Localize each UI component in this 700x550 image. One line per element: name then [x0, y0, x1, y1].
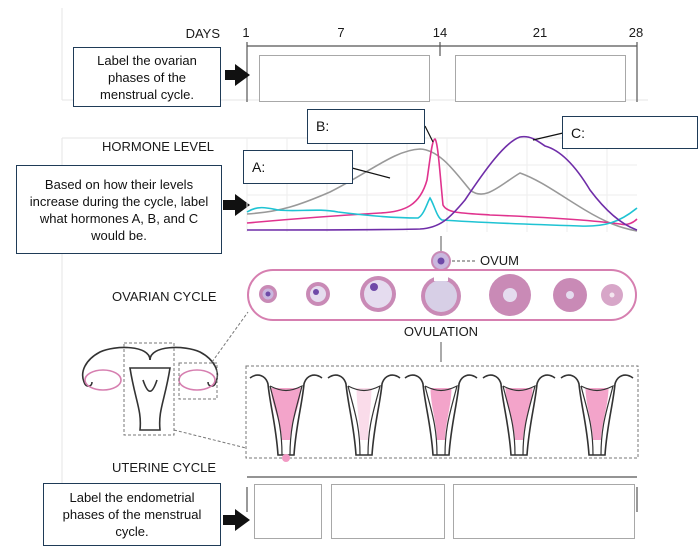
uterus-highlight-box [123, 342, 175, 436]
follicle-icon [360, 276, 396, 312]
endometrium-lining [271, 388, 301, 440]
ovum-label: OVUM [480, 253, 519, 268]
ruptured-follicle-icon [421, 272, 461, 316]
endometrium-lining [505, 388, 533, 440]
uterus-outline [327, 374, 401, 456]
day-tick-label: 7 [337, 25, 344, 40]
uterine-cavity-outline [424, 384, 458, 456]
follicle-icon [259, 285, 277, 303]
endometrial-phase-box-2[interactable] [331, 484, 445, 539]
endometrium-lining [356, 388, 372, 440]
uterine-cavity-outline [269, 384, 303, 456]
uterus-icon [249, 374, 323, 462]
day-tick-label: 1 [242, 25, 249, 40]
arrow-icon [223, 194, 250, 216]
hormone-b-curve [246, 138, 638, 226]
hormone-a-curve [246, 148, 638, 232]
ovarian-phases-instruction: Label the ovarian phases of the menstrua… [73, 47, 221, 107]
endometrial-phase-box-3[interactable] [453, 484, 635, 539]
day-tick-label: 14 [433, 25, 447, 40]
hormone-c-curve [246, 135, 638, 231]
corpus-albicans-icon [601, 284, 623, 306]
follicle-icon [306, 282, 330, 306]
uterine-cavity-outline [580, 384, 614, 456]
uterus-icon [404, 374, 478, 456]
day-tick-label: 28 [629, 25, 643, 40]
days-title: DAYS [186, 26, 221, 41]
uterus-icon [560, 374, 634, 456]
uterus-outline [482, 374, 556, 456]
endometrial-phases-instruction: Label the endometrial phases of the mens… [43, 483, 221, 546]
ovary-highlight-box [178, 362, 218, 400]
reproductive-anatomy-icon [81, 346, 219, 431]
menstrual-flow-icon [282, 454, 290, 462]
uterus-icon [327, 374, 401, 456]
ovarian-phase-box-2[interactable] [455, 55, 626, 102]
ovarian-phase-box-1[interactable] [259, 55, 430, 102]
uterine-cavity-outline [347, 384, 381, 456]
hormone-level-label: HORMONE LEVEL [102, 139, 214, 154]
arrow-icon [223, 509, 250, 531]
corpus-luteum-icon [489, 274, 531, 316]
fourth-hormone-curve [246, 196, 638, 227]
ovarian-cycle-label: OVARIAN CYCLE [112, 289, 217, 304]
uterus-icon [482, 374, 556, 456]
corpus-luteum-icon [553, 278, 587, 312]
hormones-instruction: Based on how their levels increase durin… [16, 165, 222, 254]
uterine-cycle-illustrations [249, 374, 634, 462]
endometrium-lining [430, 388, 452, 440]
uterine-cycle-label: UTERINE CYCLE [112, 460, 216, 475]
uterus-outline [404, 374, 478, 456]
hormone-c-answer-box[interactable]: C: [562, 116, 698, 149]
uterine-cavity-outline [502, 384, 536, 456]
endometrial-phase-box-1[interactable] [254, 484, 322, 539]
day-tick-label: 21 [533, 25, 547, 40]
hormone-a-answer-box[interactable]: A: [243, 150, 353, 184]
uterus-outline [560, 374, 634, 456]
endometrium-lining [585, 388, 609, 440]
arrow-icon [225, 64, 250, 86]
ovulation-label: OVULATION [404, 324, 478, 339]
hormone-b-answer-box[interactable]: B: [307, 109, 425, 144]
